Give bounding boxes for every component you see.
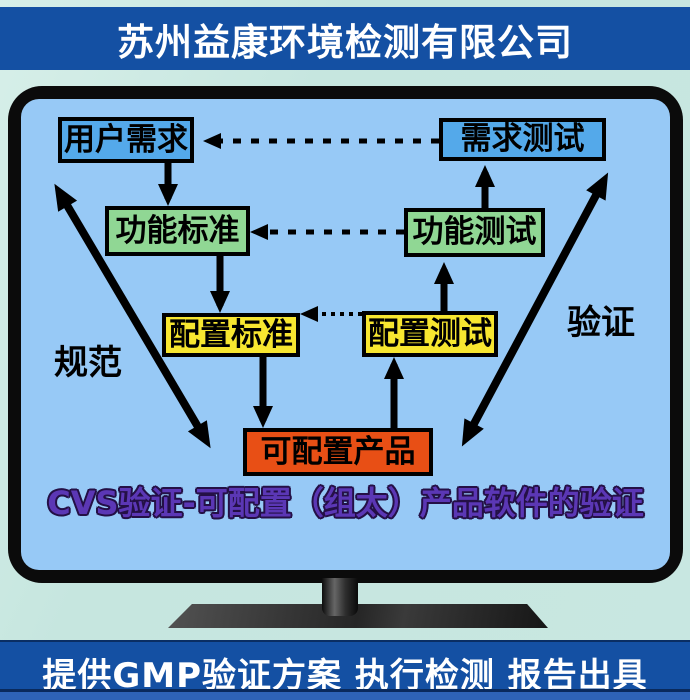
arrows-layer <box>54 133 609 449</box>
tv-screen: 用户需求 需求测试 功能标准 功能测试 配置标准 配置测试 可配置产品 规范 验… <box>21 99 670 570</box>
company-name: 苏州益康环境检测有限公司 <box>117 20 573 64</box>
label-verification: 验证 <box>567 303 635 343</box>
tv-stand-neck <box>322 578 358 616</box>
footer-divider-line <box>0 689 690 692</box>
box-label: 可配置产品 <box>260 433 416 470</box>
box-configuration-testing: 配置测试 <box>362 311 498 357</box>
label-specification: 规范 <box>54 343 122 383</box>
footer-bottom-strip <box>0 692 690 700</box>
box-requirement-testing: 需求测试 <box>439 118 606 161</box>
box-label: 配置标准 <box>169 316 293 353</box>
box-label: 用户需求 <box>64 121 188 158</box>
box-configuration-standard: 配置标准 <box>162 313 300 357</box>
double-arrow-verification <box>461 172 609 447</box>
box-label: 功能标准 <box>115 212 240 249</box>
box-functional-standard: 功能标准 <box>105 206 250 256</box>
diagram-caption: CVS验证-可配置（组太）产品软件的验证 <box>47 484 644 522</box>
double-arrow-specification <box>54 183 211 449</box>
box-configurable-product: 可配置产品 <box>243 428 433 476</box>
box-user-requirements: 用户需求 <box>58 117 194 163</box>
box-label: 需求测试 <box>460 121 585 157</box>
tv-stand-base <box>168 604 548 628</box>
box-label: 配置测试 <box>368 315 492 352</box>
tv-monitor-frame: 用户需求 需求测试 功能标准 功能测试 配置标准 配置测试 可配置产品 规范 验… <box>8 86 683 583</box>
box-label: 功能测试 <box>412 214 537 250</box>
box-functional-testing: 功能测试 <box>404 208 545 257</box>
footer-tagline: 提供GMP验证方案 执行检测 报告出具 <box>42 655 648 696</box>
header-banner: 苏州益康环境检测有限公司 <box>0 7 690 70</box>
